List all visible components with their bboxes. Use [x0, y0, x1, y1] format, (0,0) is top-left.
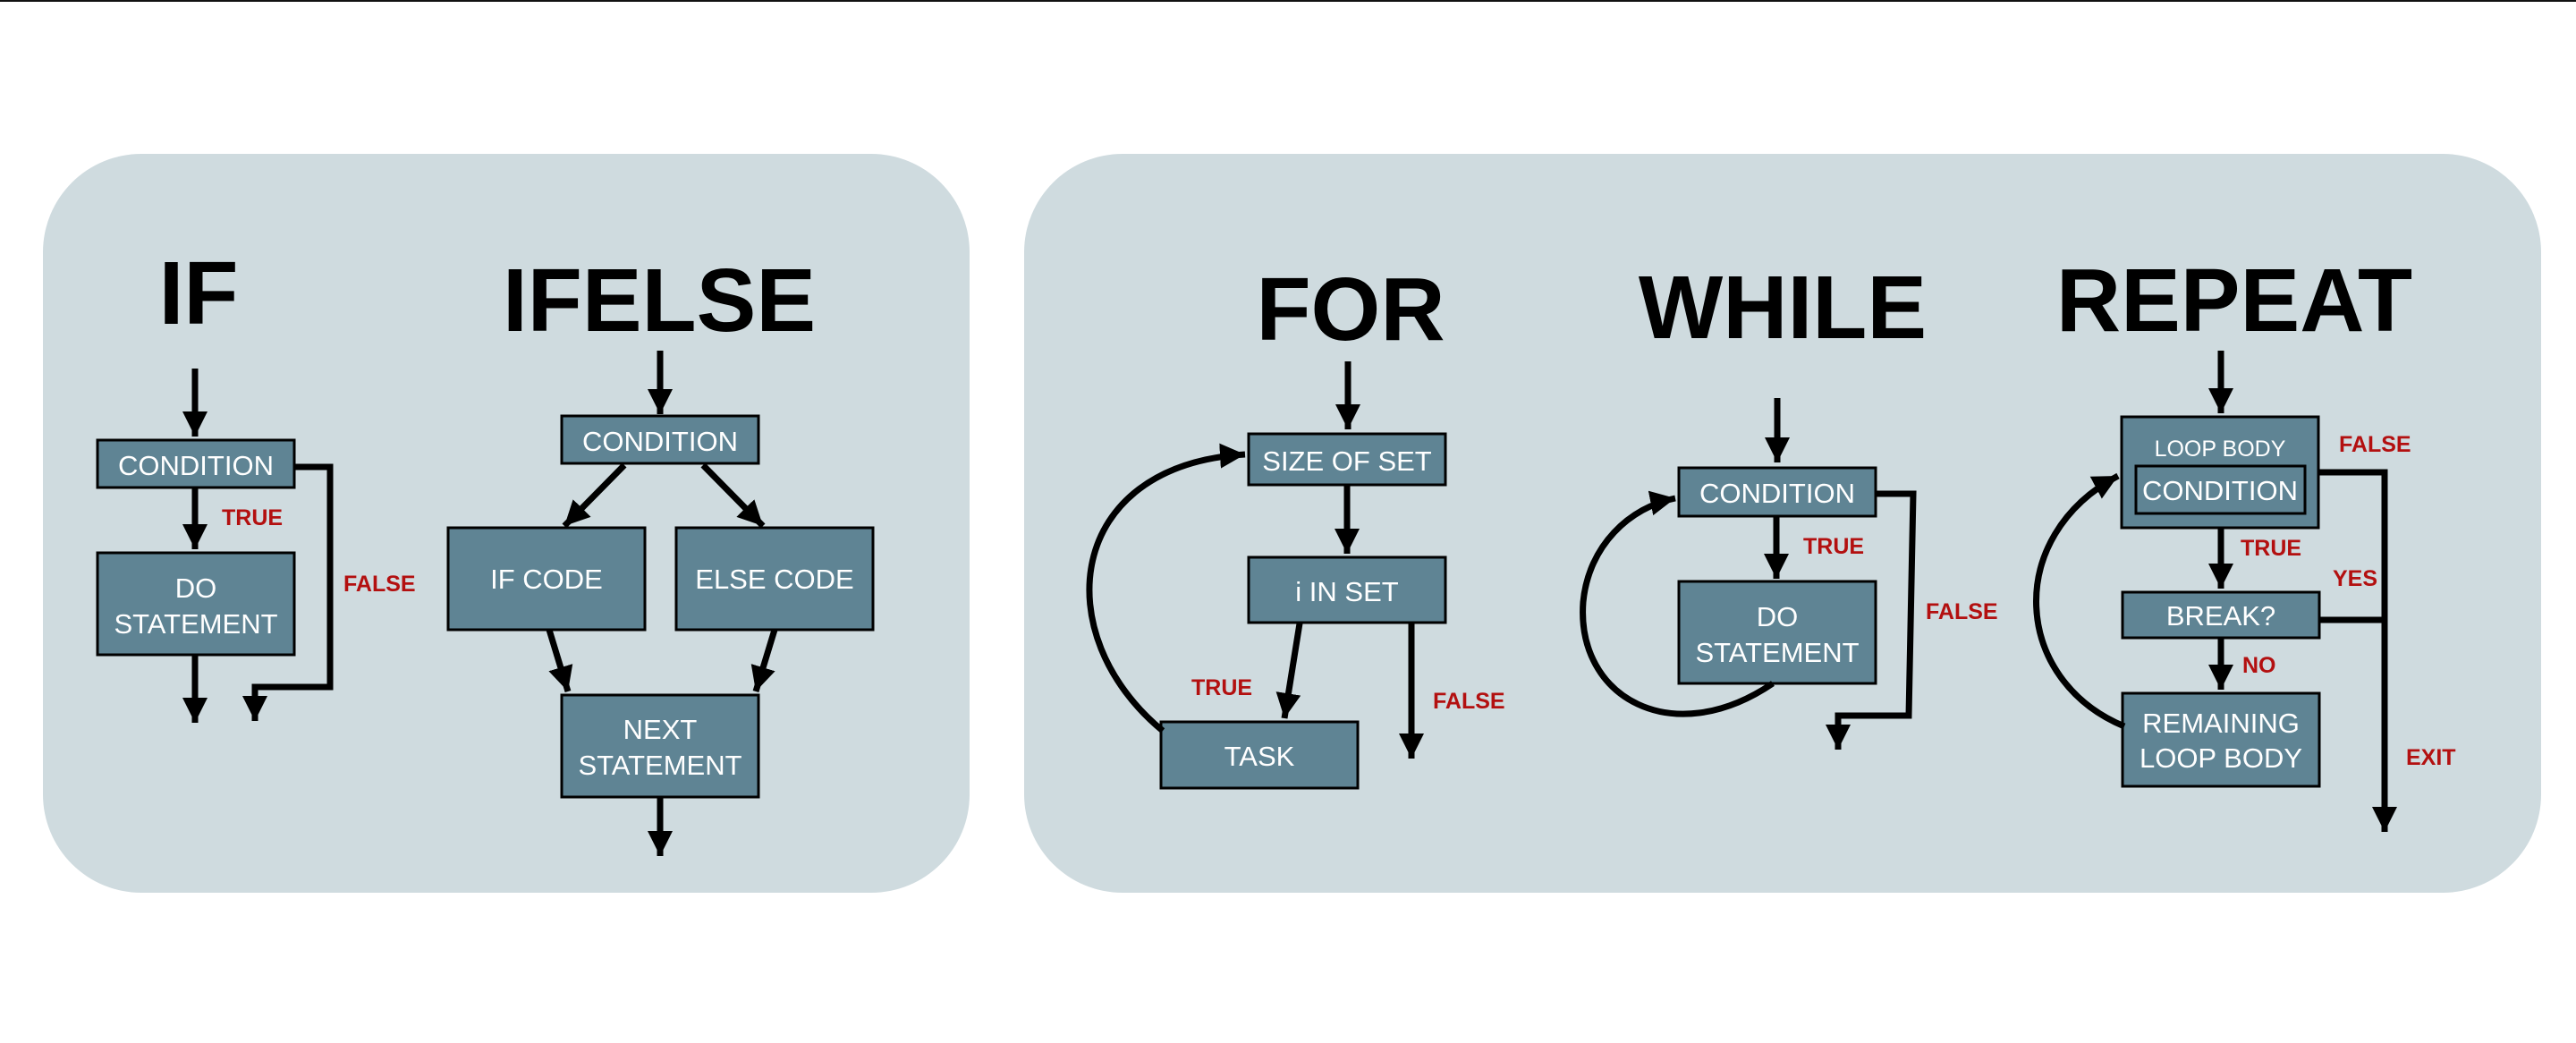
- while-diagram: WHILE CONDITION TRUE DO STATEMENT FALSE: [1580, 258, 1998, 750]
- for-size-text: SIZE OF SET: [1262, 445, 1432, 477]
- repeat-false-path: [2318, 469, 2397, 832]
- ifelse-next-line1: NEXT: [623, 714, 698, 745]
- while-statement-line2: STATEMENT: [1695, 637, 1859, 668]
- ifelse-else-arrow: [700, 462, 766, 529]
- if-statement-line2: STATEMENT: [114, 608, 277, 640]
- for-true-arrow: [1275, 623, 1303, 719]
- repeat-false-label: FALSE: [2339, 432, 2411, 457]
- for-false-label: FALSE: [1433, 689, 1505, 714]
- if-statement-line1: DO: [175, 572, 217, 604]
- ifelse-condition-text: CONDITION: [582, 426, 738, 457]
- if-condition-text: CONDITION: [118, 450, 274, 481]
- ifelse-if-code-text: IF CODE: [490, 564, 603, 595]
- repeat-break-text: BREAK?: [2166, 600, 2275, 632]
- ifelse-condition-box: [560, 414, 760, 465]
- for-loop-back-path: [1086, 443, 1246, 733]
- while-true-label: TRUE: [1803, 534, 1864, 559]
- repeat-diagram: REPEAT LOOP BODY CONDITION FALSE TRUE BR…: [2033, 250, 2456, 832]
- repeat-loop-back-path: [2033, 472, 2126, 730]
- for-task-text: TASK: [1224, 741, 1295, 772]
- for-inset-box: [1247, 555, 1447, 624]
- if-true-label: TRUE: [222, 505, 283, 530]
- ifelse-title: IFELSE: [503, 250, 816, 351]
- ifelse-if-code-box: [446, 526, 647, 632]
- ifelse-else-code-box: [674, 526, 875, 632]
- repeat-loop-body-text: LOOP BODY: [2155, 437, 2286, 462]
- while-false-label: FALSE: [1926, 599, 1998, 624]
- while-condition-text: CONDITION: [1699, 478, 1855, 509]
- while-loop-back-path: [1580, 490, 1775, 717]
- repeat-remaining-line2: LOOP BODY: [2140, 742, 2302, 774]
- repeat-true-label: TRUE: [2241, 536, 2301, 561]
- while-title: WHILE: [1639, 258, 1927, 358]
- if-title: IF: [159, 243, 239, 343]
- repeat-condition-text: CONDITION: [2142, 475, 2298, 506]
- while-statement-box: [1677, 580, 1877, 685]
- repeat-exit-label: EXIT: [2406, 745, 2456, 770]
- ifelse-else-code-text: ELSE CODE: [695, 564, 853, 595]
- ifelse-else-merge-arrow: [750, 628, 778, 693]
- repeat-remaining-box: [2121, 691, 2321, 788]
- repeat-condition-box: [2134, 464, 2307, 515]
- if-statement-box: [96, 551, 296, 657]
- repeat-title: REPEAT: [2056, 250, 2412, 351]
- ifelse-next-box: [560, 693, 760, 799]
- ifelse-if-arrow: [562, 462, 627, 529]
- ifelse-next-line2: STATEMENT: [578, 750, 741, 781]
- for-task-box: [1159, 720, 1360, 790]
- for-diagram: FOR SIZE OF SET i IN SET TRUE FALSE TASK: [1086, 259, 1505, 790]
- for-size-box: [1247, 432, 1447, 487]
- if-diagram: IF CONDITION TRUE DO STATEMENT FALSE: [96, 243, 416, 723]
- repeat-remaining-line1: REMAINING: [2142, 708, 2300, 739]
- for-title: FOR: [1256, 259, 1445, 360]
- if-false-label: FALSE: [343, 572, 416, 597]
- for-inset-text: i IN SET: [1295, 576, 1398, 607]
- repeat-no-label: NO: [2242, 653, 2276, 678]
- ifelse-if-merge-arrow: [546, 628, 573, 693]
- while-statement-line1: DO: [1757, 601, 1799, 632]
- while-false-path: [1826, 490, 1917, 750]
- repeat-yes-label: YES: [2333, 566, 2377, 591]
- ifelse-diagram: IFELSE CONDITION IF CODE ELSE CODE NEXT …: [446, 250, 875, 856]
- if-false-path: [242, 463, 334, 721]
- for-true-label: TRUE: [1191, 675, 1252, 700]
- top-border-line: [0, 0, 2576, 2]
